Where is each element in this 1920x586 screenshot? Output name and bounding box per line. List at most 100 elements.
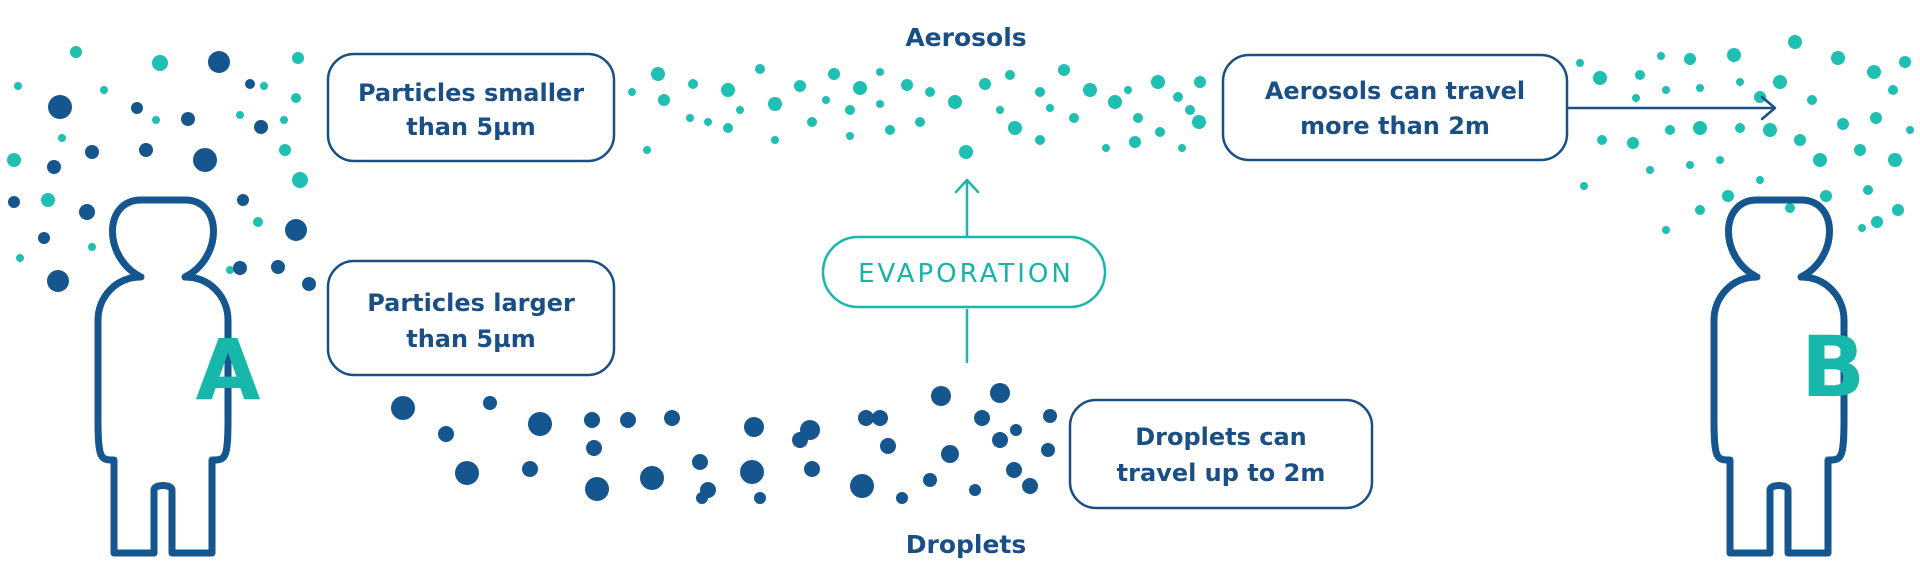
droplet-particle	[858, 410, 874, 426]
aerosol-particle	[1646, 166, 1654, 174]
aerosol-particle	[736, 106, 744, 114]
aerosol-particle	[948, 95, 962, 109]
droplet-particle	[850, 474, 874, 498]
aerosol-particle	[1597, 135, 1607, 145]
aerosol-particle	[1892, 204, 1904, 216]
aerosol-particle	[1867, 65, 1881, 79]
aerosol-particle	[1756, 176, 1764, 184]
aerosol-particle	[1178, 144, 1186, 152]
small-particles-line2: than 5µm	[406, 113, 536, 141]
aerosol-particle	[1858, 224, 1866, 232]
aerosol-particle	[768, 97, 782, 111]
arrow-right-icon	[1760, 95, 1777, 121]
aerosol-cloud-source	[7, 46, 308, 274]
aerosol-particle	[822, 96, 830, 104]
aerosol-particle	[853, 81, 867, 95]
aerosol-particle	[279, 144, 291, 156]
aerosol-particle	[1155, 127, 1165, 137]
droplet-particle	[79, 204, 95, 220]
aerosol-particle	[686, 114, 694, 122]
aerosol-particle	[876, 68, 884, 76]
aerosol-particle	[688, 79, 698, 89]
aerosol-particle	[723, 123, 733, 133]
aerosols-travel-line1: Aerosols can travel	[1265, 77, 1525, 105]
aerosol-particle	[1870, 112, 1882, 124]
aerosol-particle	[1863, 185, 1873, 195]
droplets-travel-line1: Droplets can	[1135, 423, 1307, 451]
aerosol-particle	[1773, 75, 1787, 89]
aerosol-particle	[236, 111, 244, 119]
droplet-particle	[8, 196, 20, 208]
aerosol-stream	[628, 64, 1206, 159]
aerosol-particle	[1627, 137, 1639, 149]
person-b-letter: B	[1801, 318, 1865, 416]
aerosol-particle	[1888, 153, 1902, 167]
aerosol-particle	[1657, 52, 1665, 60]
aerosol-particle	[1788, 35, 1802, 49]
droplet-particle	[640, 466, 664, 490]
large-particles-line2: than 5µm	[406, 325, 536, 353]
droplet-particle	[85, 145, 99, 159]
aerosol-particle	[1069, 113, 1079, 123]
droplet-particle	[285, 219, 307, 241]
droplet-particle	[193, 148, 217, 172]
droplet-particle	[302, 277, 316, 291]
droplet-particle	[438, 426, 454, 442]
aerosol-particle	[1192, 115, 1206, 129]
travel-arrow	[1568, 95, 1777, 121]
aerosol-particle	[628, 88, 636, 96]
droplet-particle	[1022, 478, 1038, 494]
aerosol-particle	[979, 78, 991, 90]
person-a: A	[94, 196, 261, 557]
droplet-particle	[744, 417, 764, 437]
droplet-particle	[792, 432, 808, 448]
droplet-particle	[1043, 409, 1057, 423]
aerosol-particle	[1108, 95, 1122, 109]
droplet-particle	[48, 95, 72, 119]
aerosol-particle	[152, 55, 168, 71]
aerosol-particle	[1684, 53, 1696, 65]
droplet-particle	[391, 396, 415, 420]
aerosol-particle	[1716, 156, 1724, 164]
droplet-particle	[586, 440, 602, 456]
aerosol-particle	[1735, 123, 1745, 133]
droplets-travel-box: Droplets can travel up to 2m	[1068, 398, 1374, 510]
aerosol-particle	[1693, 121, 1707, 135]
aerosol-particle	[1046, 104, 1054, 112]
aerosol-particle	[1662, 86, 1670, 94]
aerosol-particle	[1662, 226, 1670, 234]
droplet-cloud-source	[8, 51, 316, 292]
droplet-particle	[233, 261, 247, 275]
droplet-particle	[974, 410, 990, 426]
aerosol-particle	[1576, 59, 1584, 67]
droplet-particle	[47, 160, 61, 174]
droplet-particle	[923, 473, 937, 487]
aerosol-particle	[1102, 144, 1110, 152]
droplet-particle	[237, 194, 249, 206]
aerosol-particle	[755, 64, 765, 74]
aerosol-particle	[1899, 56, 1911, 68]
aerosol-particle	[807, 117, 817, 127]
aerosol-particle	[1173, 92, 1183, 102]
aerosol-particle	[1794, 134, 1806, 146]
droplet-particle	[992, 432, 1008, 448]
aerosol-particle	[1593, 71, 1607, 85]
aerosol-cloud-target	[1576, 35, 1914, 234]
aerosol-particle	[1129, 136, 1141, 148]
evaporation-label: EVAPORATION	[858, 259, 1074, 289]
aerosol-particle	[1837, 118, 1849, 130]
aerosol-particle	[1722, 190, 1734, 202]
droplet-particle	[47, 270, 69, 292]
large-particles-box: Particles larger than 5µm	[326, 259, 616, 377]
aerosol-particle	[845, 105, 855, 115]
droplet-particle	[584, 412, 600, 428]
aerosol-particle	[70, 46, 82, 58]
droplet-particle	[522, 461, 538, 477]
aerosol-particle	[1194, 76, 1206, 88]
droplet-particle	[804, 461, 820, 477]
droplet-particle	[38, 232, 50, 244]
droplet-particle	[754, 492, 766, 504]
aerosol-particle	[1058, 64, 1070, 76]
droplet-stream	[391, 383, 1057, 504]
aerosol-particle	[651, 67, 665, 81]
